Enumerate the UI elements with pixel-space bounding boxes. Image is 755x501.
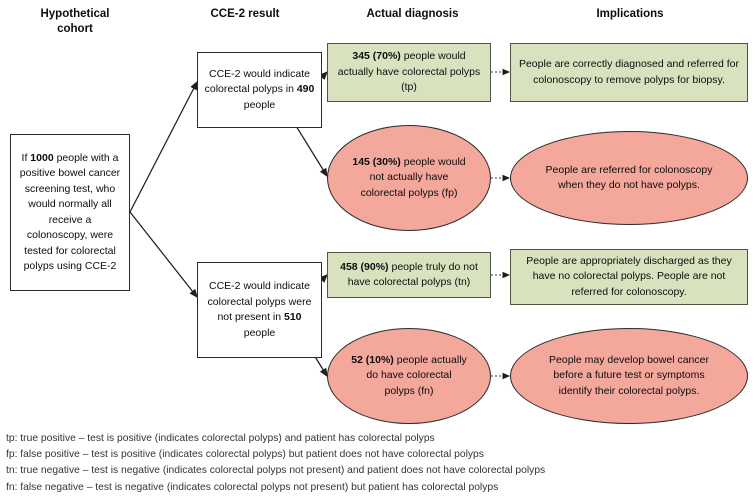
node-implication-fp[interactable]: People are referred for colonoscopy when… — [510, 131, 748, 225]
column-header-line-1: Implications — [596, 8, 664, 20]
node-cce2-result-negative[interactable]: CCE-2 would indicate colorectal polyps w… — [197, 262, 322, 358]
arrow-cohort-to-negative — [129, 211, 198, 298]
node-diagnosis-fp[interactable]: 145 (30%) people would not actually have… — [327, 125, 491, 231]
result-positive-text-post: people — [243, 98, 276, 111]
node-diagnosis-tp[interactable]: 345 (70%) people would actually have col… — [327, 43, 491, 102]
column-header-line-2: cohort — [57, 23, 93, 35]
implication-fp-text: People are referred for colonoscopy when… — [545, 163, 713, 192]
diagnosis-fp-lead: 145 (30%) — [352, 155, 401, 168]
diagnosis-tp-lead: 345 (70%) — [352, 50, 401, 63]
cohort-count: 1000 — [30, 151, 54, 164]
column-header-hypothetical-cohort: Hypothetical cohort — [10, 7, 140, 37]
cohort-text-post: people with a positive bowel cancer scre… — [19, 151, 121, 273]
node-diagnosis-fn[interactable]: 52 (10%) people actually do have colorec… — [327, 328, 491, 424]
node-implication-tn[interactable]: People are appropriately discharged as t… — [510, 249, 748, 305]
diagnosis-fp-rest: people would not actually have colorecta… — [360, 155, 466, 199]
column-header-implications: Implications — [510, 7, 750, 22]
diagnosis-tn-rest: people truly do not have colorectal poly… — [347, 260, 478, 289]
column-header-line-1: Actual diagnosis — [366, 8, 459, 20]
footnote-tp: tp: true positive – test is positive (in… — [6, 433, 435, 444]
result-negative-text-pre: CCE-2 would indicate colorectal polyps w… — [207, 280, 312, 323]
cohort-text-pre: If — [21, 151, 31, 164]
result-positive-count: 490 — [296, 83, 315, 96]
arrow-cohort-to-positive — [129, 80, 198, 213]
implication-fn-text: People may develop bowel cancer before a… — [549, 353, 709, 397]
footnote-fn: fn: false negative – test is negative (i… — [6, 481, 499, 493]
column-header-actual-diagnosis: Actual diagnosis — [330, 7, 495, 22]
node-hypothetical-cohort[interactable]: If 1000 people with a positive bowel can… — [10, 134, 130, 291]
footnote-legend: tp: true positive – test is positive (in… — [6, 431, 751, 496]
node-implication-fn[interactable]: People may develop bowel cancer before a… — [510, 328, 748, 424]
result-negative-text-post: people — [243, 326, 276, 339]
column-header-line-1: Hypothetical — [40, 8, 110, 20]
node-cce2-result-positive[interactable]: CCE-2 would indicate colorectal polyps i… — [197, 52, 322, 128]
footnote-fp: fp: false positive – test is positive (i… — [6, 449, 484, 461]
implication-tp-text: People are correctly diagnosed and refer… — [518, 58, 740, 86]
node-implication-tp[interactable]: People are correctly diagnosed and refer… — [510, 43, 748, 102]
column-header-line-1: CCE-2 result — [210, 8, 280, 20]
result-positive-text-pre: CCE-2 would indicate colorectal polyps i… — [204, 67, 310, 96]
footnote-tn: tn: true negative – test is negative (in… — [6, 465, 546, 477]
column-header-cce2-result: CCE-2 result — [165, 7, 325, 22]
implication-tn-text: People are appropriately discharged as t… — [526, 254, 732, 298]
diagnosis-fn-lead: 52 (10%) — [351, 353, 394, 366]
diagnosis-fn-rest: people actually do have colorectal polyp… — [366, 353, 467, 397]
node-diagnosis-tn[interactable]: 458 (90%) people truly do not have color… — [327, 252, 491, 298]
diagnosis-tp-rest: people would actually have colorectal po… — [337, 50, 481, 94]
result-negative-count: 510 — [284, 311, 302, 323]
diagnosis-tn-lead: 458 (90%) — [340, 260, 389, 273]
